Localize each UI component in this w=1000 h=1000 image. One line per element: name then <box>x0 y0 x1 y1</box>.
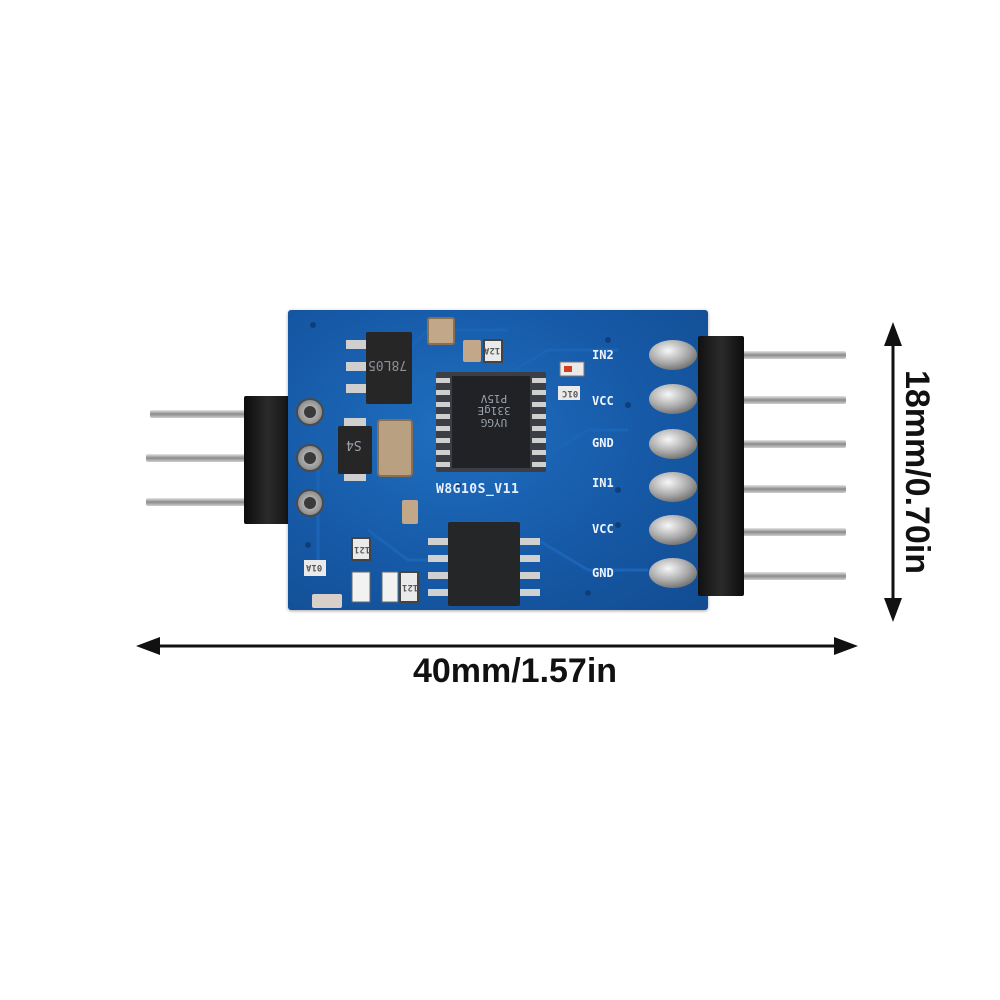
length-dimension-label: 40mm/1.57in <box>412 652 618 690</box>
header-pin <box>740 485 846 493</box>
diode-s4 <box>338 418 372 481</box>
arrowhead-down-icon <box>884 598 902 622</box>
small-components <box>304 339 585 603</box>
header-pin <box>150 410 250 418</box>
header-pin <box>146 454 250 462</box>
arrowhead-up-icon <box>884 322 902 346</box>
regulator-78l05 <box>346 332 412 404</box>
arrowhead-right-icon <box>834 637 858 655</box>
header-pin <box>740 440 846 448</box>
arrowhead-left-icon <box>136 637 160 655</box>
main-ic <box>436 372 546 472</box>
header-pin <box>740 351 846 359</box>
header-pin <box>740 396 846 404</box>
pin-label-vcc: VCC <box>592 522 614 536</box>
left-header-pins <box>146 410 250 506</box>
left-pin-header <box>244 396 292 524</box>
header-pin <box>740 528 846 536</box>
right-header-pins <box>740 351 846 580</box>
right-pin-header <box>698 336 744 596</box>
right-solder-joints <box>649 340 697 588</box>
capacitors <box>312 317 481 608</box>
pin-label-in1: IN1 <box>592 476 614 490</box>
board-model-label: W8G10S_V11 <box>436 482 520 497</box>
pin-label-gnd: GND <box>592 566 614 580</box>
header-pin <box>146 498 250 506</box>
left-solder-pads <box>296 398 324 517</box>
pin-label-vcc: VCC <box>592 394 614 408</box>
pcb-board: W8G10S_V11 78L05 S4 P15V 331gE UYGG 12A … <box>288 310 708 610</box>
width-dimension-label: 18mm/0.70in <box>898 369 936 575</box>
so8-chip <box>428 522 540 606</box>
pin-label-gnd: GND <box>592 436 614 450</box>
header-pin <box>740 572 846 580</box>
pin-label-in2: IN2 <box>592 348 614 362</box>
pcb-components <box>296 317 697 608</box>
